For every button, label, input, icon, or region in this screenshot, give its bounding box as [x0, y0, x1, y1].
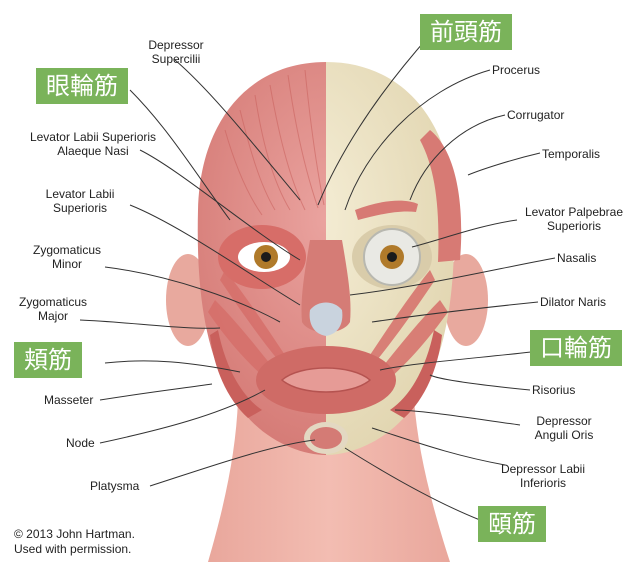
label-risorius: Risorius — [532, 383, 575, 397]
tag-buccinator: 頬筋 — [14, 342, 82, 378]
tag-frontal: 前頭筋 — [420, 14, 512, 50]
label-procerus: Procerus — [492, 63, 540, 77]
label-corrugator: Corrugator — [507, 108, 564, 122]
label-temporalis: Temporalis — [542, 147, 600, 161]
tag-mentalis: 頤筋 — [478, 506, 546, 542]
label-node: Node — [66, 436, 95, 450]
label-dilator-naris: Dilator Naris — [540, 295, 606, 309]
label-masseter: Masseter — [44, 393, 93, 407]
copyright-notice: © 2013 John Hartman.Used with permission… — [14, 527, 135, 557]
tag-orbicularis-oculi: 眼輪筋 — [36, 68, 128, 104]
label-platysma: Platysma — [90, 479, 139, 493]
tag-orbicularis-oris: 口輪筋 — [530, 330, 622, 366]
label-nasalis: Nasalis — [557, 251, 596, 265]
